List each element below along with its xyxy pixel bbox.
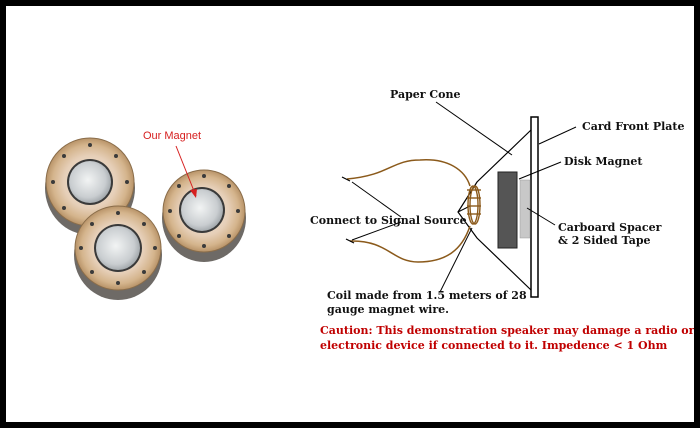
signal-pointer-top — [351, 181, 402, 218]
our-magnet-arrow — [175, 145, 197, 197]
pointer-lines — [351, 101, 577, 293]
front-plate-pointer — [538, 126, 577, 145]
spacer-label-line1: Carboard Spacer — [558, 221, 662, 234]
caution-line1: Caution: This demonstration speaker may … — [320, 324, 694, 337]
paper-cone-label: Paper Cone — [390, 88, 461, 101]
signal-pointer-bottom — [351, 221, 402, 241]
speaker-cross-section — [341, 116, 539, 298]
magnet-right — [162, 169, 246, 262]
coil-label-line2: gauge magnet wire. — [327, 303, 449, 316]
card-front-plate-label: Card Front Plate — [582, 120, 685, 133]
magnet-left — [45, 137, 135, 235]
card-front-plate — [530, 116, 539, 298]
wire-bottom — [349, 225, 471, 263]
magnet-bottom — [74, 205, 162, 300]
coil — [467, 185, 481, 225]
cardboard-spacer — [519, 179, 531, 239]
speaker-diagram: Our Magnet — [45, 88, 694, 352]
coil-label-line1: Coil made from 1.5 meters of 28 — [327, 289, 527, 302]
spacer-pointer — [526, 207, 556, 226]
connect-signal-label: Connect to Signal Source — [310, 214, 467, 227]
caution-line2: electronic device if connected to it. Im… — [320, 339, 668, 352]
paper-cone-pointer — [435, 101, 513, 156]
wire-top — [346, 159, 471, 187]
our-magnet-arrowhead — [190, 189, 197, 198]
our-magnet-label: Our Magnet — [143, 130, 201, 142]
coil-pointer — [439, 227, 473, 293]
disk-magnet-pointer — [518, 161, 562, 180]
magnet-photo — [45, 137, 246, 300]
spacer-label-line2: & 2 Sided Tape — [558, 234, 651, 247]
disk-magnet-label: Disk Magnet — [564, 155, 643, 168]
disk-magnet — [497, 171, 518, 249]
